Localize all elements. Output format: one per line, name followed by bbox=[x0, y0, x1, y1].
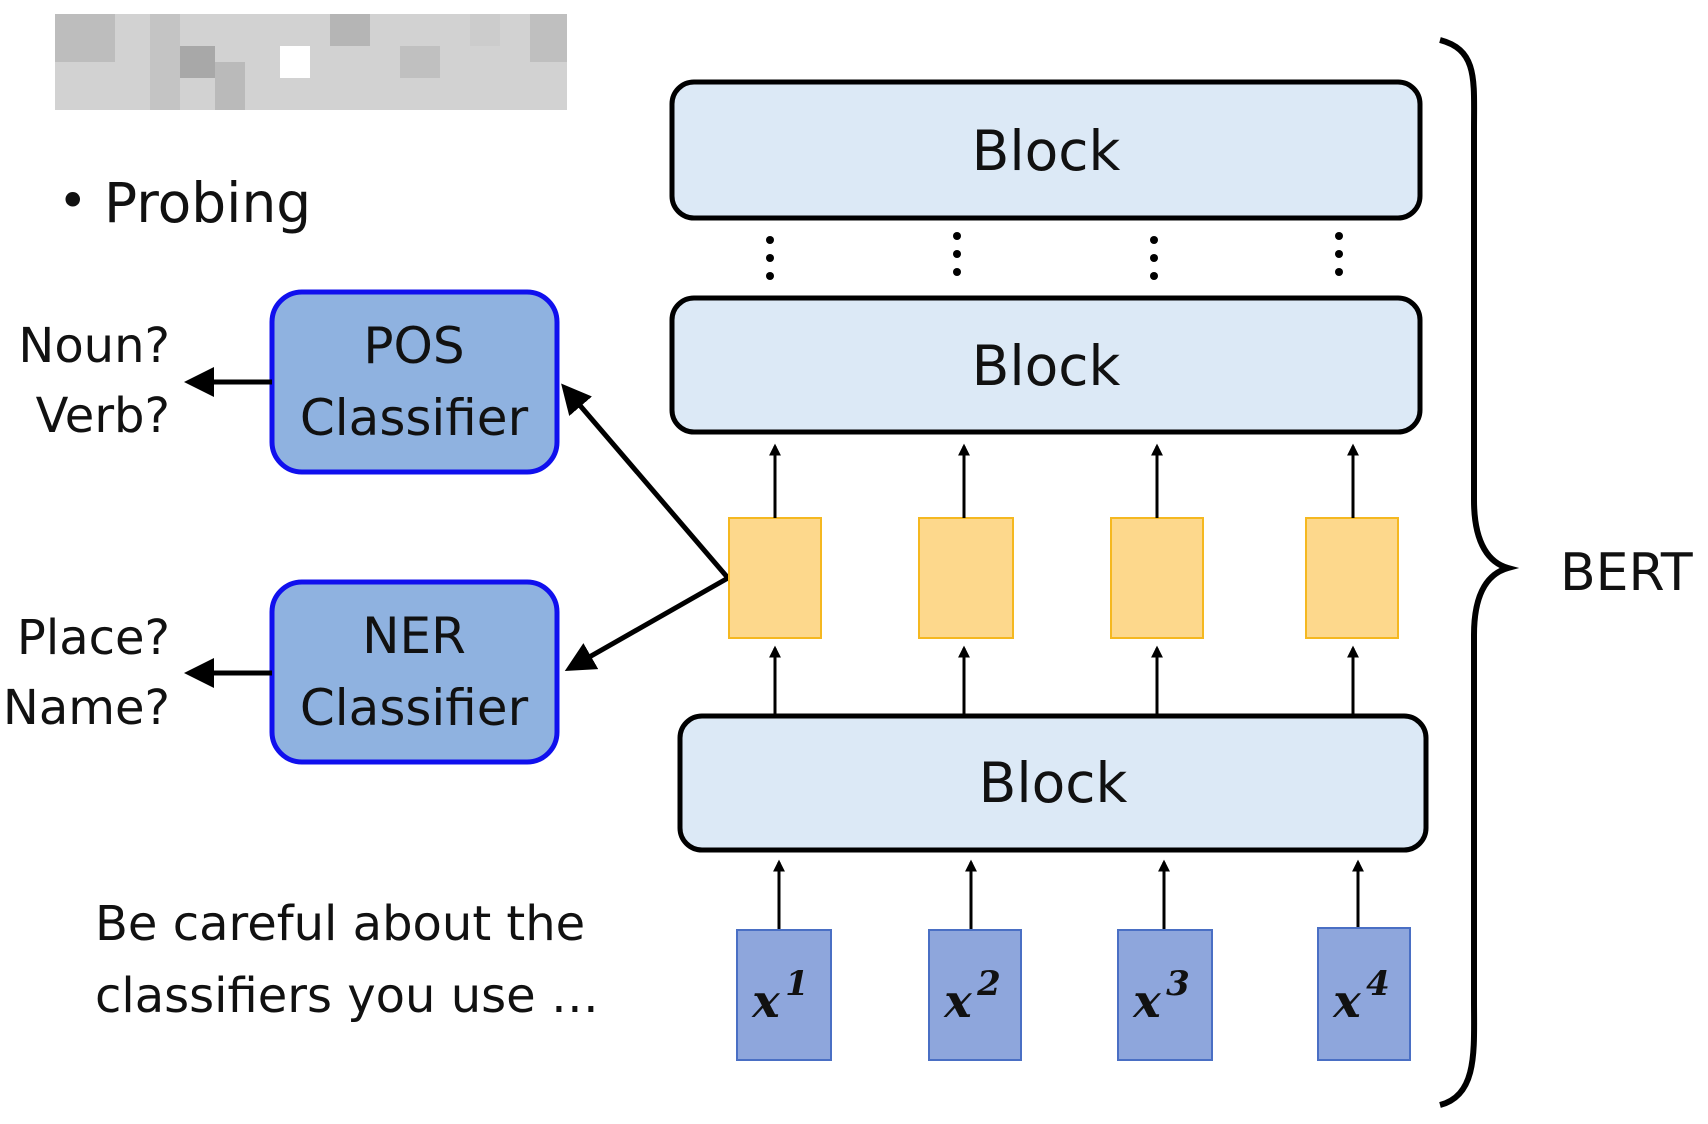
arrows-block-to-embed bbox=[769, 645, 1359, 716]
block-bottom: Block bbox=[677, 713, 1429, 853]
note-line-1: Be careful about the bbox=[95, 896, 585, 952]
input-token-4: x 4 bbox=[1317, 927, 1411, 1061]
blurred-logo bbox=[55, 14, 567, 110]
svg-text:1: 1 bbox=[785, 964, 809, 1004]
embedding-4 bbox=[1305, 517, 1399, 639]
ner-classifier-line1: NER bbox=[362, 607, 466, 665]
pos-output-noun: Noun? bbox=[18, 318, 170, 374]
svg-text:4: 4 bbox=[1366, 964, 1390, 1004]
pos-output-verb: Verb? bbox=[36, 388, 170, 444]
pos-classifier-line2: Classifier bbox=[300, 389, 529, 447]
bullet-icon: • bbox=[58, 172, 88, 230]
arrows-input-to-block bbox=[773, 859, 1364, 930]
svg-text:x: x bbox=[943, 974, 972, 1028]
probe-arrow-ner bbox=[564, 575, 730, 671]
svg-text:3: 3 bbox=[1166, 964, 1190, 1004]
block-middle: Block bbox=[669, 295, 1423, 435]
bert-label: BERT bbox=[1560, 543, 1693, 603]
embeddings bbox=[728, 517, 1399, 639]
ner-output-place: Place? bbox=[17, 610, 170, 666]
svg-text:x: x bbox=[1132, 974, 1161, 1028]
ner-classifier-line2: Classifier bbox=[300, 679, 529, 737]
pos-classifier: POS Classifier bbox=[269, 289, 560, 475]
embedding-3 bbox=[1110, 517, 1204, 639]
note-line-2: classifiers you use … bbox=[95, 968, 599, 1024]
block-bottom-label: Block bbox=[979, 751, 1128, 815]
input-token-1: x 1 bbox=[736, 929, 832, 1061]
right-brace-icon bbox=[1439, 37, 1520, 1108]
svg-text:x: x bbox=[1332, 974, 1361, 1028]
bullet-title: Probing bbox=[104, 171, 311, 235]
svg-text:x: x bbox=[751, 974, 780, 1028]
svg-text:2: 2 bbox=[976, 964, 1001, 1004]
embedding-2 bbox=[918, 517, 1014, 639]
embedding-1 bbox=[728, 517, 822, 639]
arrows-embed-to-block bbox=[769, 443, 1359, 518]
vertical-ellipsis-icon bbox=[766, 232, 1343, 280]
pos-classifier-line1: POS bbox=[363, 317, 464, 375]
ner-output-name: Name? bbox=[3, 680, 170, 736]
probe-arrow-pos bbox=[561, 383, 730, 580]
block-middle-label: Block bbox=[972, 334, 1121, 398]
block-top-label: Block bbox=[972, 119, 1121, 183]
input-token-2: x 2 bbox=[928, 929, 1022, 1061]
ner-classifier: NER Classifier bbox=[269, 579, 560, 765]
input-token-3: x 3 bbox=[1117, 929, 1213, 1061]
block-top: Block bbox=[669, 79, 1423, 221]
